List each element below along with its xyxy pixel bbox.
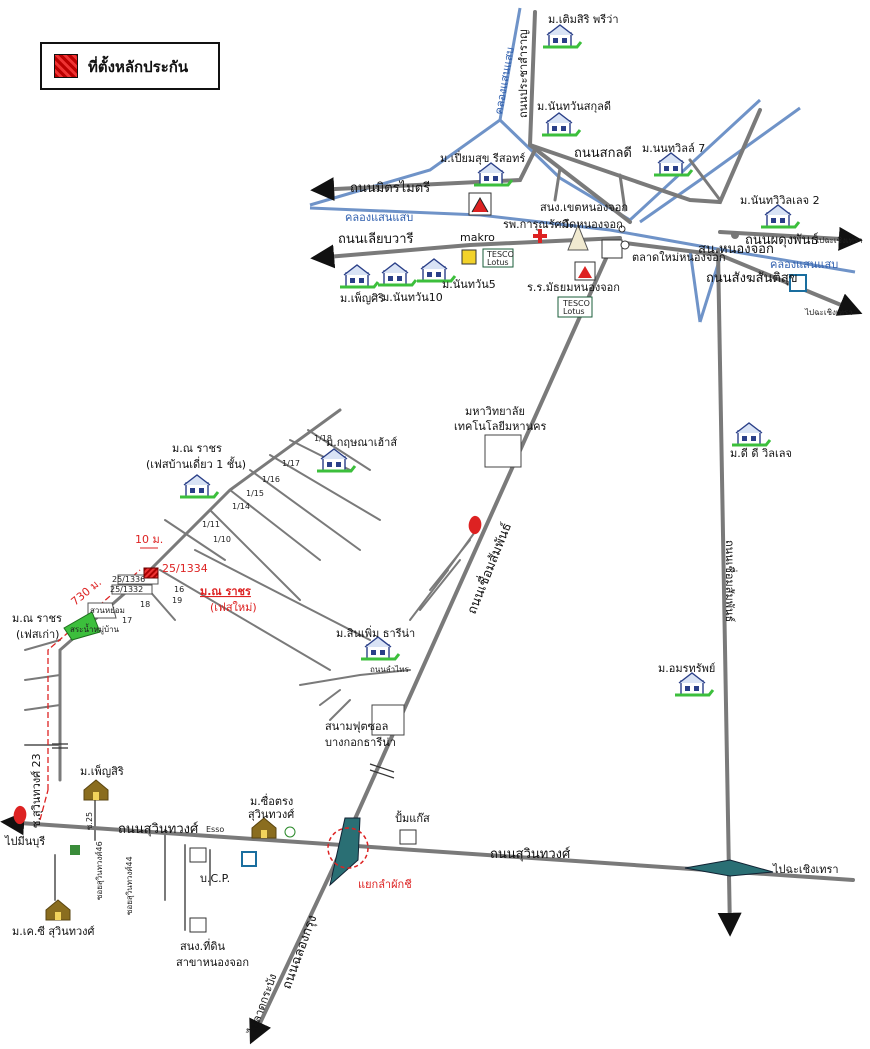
- place-m-nanthawilla-2: ม.นันทวิวิลเลจ 2: [740, 194, 820, 207]
- road-liab-wari: ถนนเลียบวารี: [338, 231, 414, 247]
- place-school: ร.ร.มัธยมหนองจอก: [527, 281, 620, 294]
- place-m-na-rachon-new: ม.ณ ราชร: [200, 585, 251, 598]
- place-m-sinperm: ม.สินเพิ่ม ธารีน่า: [336, 625, 415, 640]
- road-sukhumvit-1: ถนนสุวินทวงศ์: [118, 821, 199, 837]
- houses: [178, 23, 801, 697]
- place-m-na-rachon-old-sub: (เฟสเก่า): [16, 628, 59, 641]
- place-talad-mai: ตลาดใหม่หนองจอก: [632, 251, 726, 264]
- road-network: [0, 10, 863, 1045]
- direction-lat-krabang: ไปลาดกระบัง: [245, 972, 279, 1037]
- brand-makro: makro: [460, 231, 495, 244]
- place-ucp: บ.C.P.: [200, 872, 230, 885]
- direction-chachoengsao-1: ไปฉะเชิงเทรา: [814, 236, 863, 245]
- place-m-na-rachon-single-sub: (เฟสบ้านเดี่ยว 1 ชั้น): [146, 456, 246, 471]
- place-m-nanthawan10: ม.นันทวัน10: [382, 291, 443, 304]
- place-m-chuetrong-1: ม.ซื่อตรง: [250, 793, 293, 808]
- road-sakon-dee: ถนนสกลดี: [574, 145, 632, 161]
- place-sanong-khet: สนง.เขตหนองจอก: [540, 201, 628, 214]
- place-stadium-1: สนามฟุตซอล: [325, 720, 388, 733]
- direction-chachoengsao-2: ไปฉะเชิงเทรา: [804, 308, 853, 317]
- plot-lot-park: สวนหย่อม: [90, 606, 125, 615]
- place-stadium-2: บางกอกธารีน่า: [325, 736, 396, 749]
- place-soi-44: ซอยสุวินทวงศ์44: [124, 856, 134, 915]
- place-land-office-1: สนง.ที่ดิน: [180, 938, 225, 953]
- plot-lot-b: 25/1334: [162, 562, 208, 575]
- place-soi-25: ซ.25: [85, 812, 94, 830]
- svg-text:Lotus: Lotus: [487, 258, 509, 267]
- place-wat-nongchok: วัดหนองจอก: [563, 218, 623, 231]
- brand-esso: Esso: [206, 825, 224, 834]
- plot-lot-c: 25/1332: [110, 585, 143, 594]
- place-m-chuetrong-2: สุวินทวงศ์: [248, 808, 294, 821]
- plot-s1-16: 1/16: [262, 475, 280, 484]
- canal-saen-saep-1: คลองแสนแสบ: [345, 211, 413, 224]
- legend-label: ที่ตั้งหลักประกัน: [88, 58, 189, 76]
- road-sangkhom-santisuk: ถนนสังฆสันติสุข: [706, 271, 798, 286]
- place-m-na-rachon-old: ม.ณ ราชร: [12, 612, 62, 625]
- road-chalong-krung: ถนนฉลองกรุง: [280, 913, 321, 991]
- place-m-nonthawilla: ม.นนทวิลล์ 7: [642, 142, 705, 155]
- plot-s1-17: 1/17: [282, 459, 300, 468]
- plot-lane-19: 19: [172, 596, 182, 605]
- place-land-office-2: สาขาหนองจอก: [176, 956, 249, 969]
- distance-path: [39, 547, 158, 821]
- plot-s1-15: 1/15: [246, 489, 264, 498]
- direction-minburi: ไปมีนบุรี: [4, 835, 45, 848]
- plot-dist-10: 10 ม.: [135, 533, 163, 546]
- plot-lane-16: 16: [174, 585, 184, 594]
- road-chuam-samphan: ถนนเชื่อมสัมพันธ์: [463, 520, 515, 616]
- place-m-krisana: ม.กฤษณาเฮ้าส์: [326, 436, 397, 449]
- place-m-dd-village: ม.ดี ดี วิลเลจ: [730, 447, 792, 460]
- place-m-na-rachon-single: ม.ณ ราชร: [172, 442, 222, 455]
- place-m-piamsuk: ม.เปี่ยมสุข รีสอทร์: [440, 150, 525, 165]
- canal-saen-saep-3: คลองแสนแสบ: [492, 46, 517, 115]
- svg-text:TESCO: TESCO: [562, 299, 590, 308]
- place-m-amornsap: ม.อมรทรัพย์: [658, 662, 715, 675]
- place-m-phensiri-1: ม.เพ็ญศิริ: [340, 291, 384, 305]
- landmark-icons: [13, 192, 807, 933]
- place-sanong-nongchok: สน.หนองจอก: [698, 242, 774, 257]
- place-m-nanthawan5: ม.นันทวัน5: [442, 278, 496, 291]
- svg-text:Lotus: Lotus: [563, 307, 585, 316]
- tesco-lotus-2: TESCO Lotus: [557, 296, 593, 318]
- road-khlong-prachasamran: ถนนประชาสำราญ: [517, 30, 530, 119]
- place-soi-46: ซอยสุวินทวงศ์46: [94, 841, 104, 900]
- place-university-2: เทคโนโลยีมหานคร: [454, 419, 546, 433]
- plot-lots: [63, 567, 159, 641]
- collateral-swatch-icon: [54, 54, 78, 78]
- direction-chachoengsao-3: ไปฉะเชิงเทรา: [772, 863, 839, 876]
- place-soi-23: ซ.สุวินทวงศ์ 23: [30, 753, 43, 828]
- place-m-nanthawan-sakon: ม.นันทวันสกุลดี: [537, 100, 611, 113]
- place-rp-karun: รพ.การุณรัศมี: [503, 218, 569, 231]
- road-phadung-phan: ถนนผดุงพันธ์: [745, 232, 818, 248]
- village-houses-orange: [45, 779, 277, 921]
- place-m-termsiri: ม.เติมสิริ พรีว่า: [548, 13, 619, 26]
- plot-lane-17: 17: [122, 616, 132, 625]
- road-lam-thai: ถนนลำไทร: [370, 665, 409, 674]
- place-m-phensiri-2: ม.เพ็ญสิริ: [80, 764, 124, 778]
- place-lam-phak-chi: แยกลำผักชี: [358, 878, 412, 891]
- plot-lane-18: 18: [140, 600, 150, 609]
- legend-box: ที่ตั้งหลักประกัน: [40, 42, 220, 90]
- place-pumkaew: ปั้มแก๊ส: [395, 810, 430, 825]
- plot-s1-11: 1/11: [202, 520, 220, 529]
- place-university-1: มหาวิทยาลัย: [465, 405, 525, 418]
- place-m-kc: ม.เค.ซี สุวินทวงศ์: [12, 925, 95, 938]
- plot-s1-10: 1/10: [213, 535, 231, 544]
- plot-lot-a: 25/1336: [112, 575, 145, 584]
- plot-s1-18: 1/18: [314, 434, 332, 443]
- bridge-markers: [52, 743, 774, 887]
- svg-text:TESCO: TESCO: [486, 250, 514, 259]
- tesco-lotus-1: TESCO Lotus: [482, 248, 514, 268]
- road-sukhumvit-2: ถนนสุวินทวงศ์: [490, 846, 571, 862]
- road-phadung-vertical: ถนนเชื่อมสัมพันธ์: [723, 540, 738, 622]
- canal-saen-saep-2: คลองแสนแสบ: [770, 258, 838, 271]
- plot-lot-green: สระน้ำหมู่บ้าน: [70, 623, 120, 635]
- place-m-na-rachon-new-sub: (เฟสใหม่): [210, 601, 257, 614]
- plot-s1-14: 1/14: [232, 502, 250, 511]
- road-mitr-maitri: ถนนมิตรไมตรี: [350, 180, 430, 196]
